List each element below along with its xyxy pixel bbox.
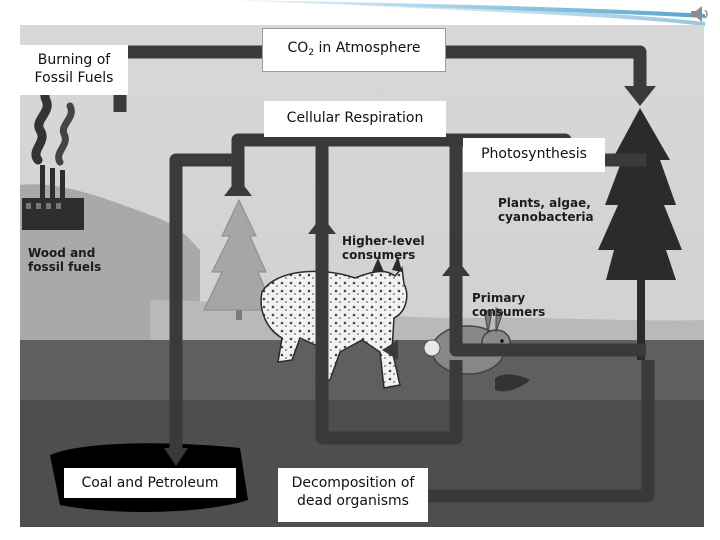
label-coal-petroleum: Coal and Petroleum (64, 468, 236, 498)
label-co2-text: CO2 in Atmosphere (263, 39, 445, 62)
speaker-icon[interactable] (691, 6, 708, 22)
label-burning-fossil-fuels: Burning of Fossil Fuels (20, 45, 128, 95)
label-higher-line-2: consumers (342, 248, 416, 262)
label-photosynthesis: Photosynthesis (463, 138, 605, 172)
factory-illustration (22, 63, 84, 230)
label-higher-line-1: Higher-level (342, 234, 425, 248)
lynx-illustration (260, 256, 408, 389)
pine-tree-illustration (598, 108, 682, 360)
label-co2-rest: in Atmosphere (314, 40, 421, 56)
label-cellular-respiration: Cellular Respiration (264, 101, 446, 137)
label-co2-atmosphere: CO2 in Atmosphere (262, 28, 446, 72)
label-primary-line-2: consumers (472, 305, 546, 319)
label-plants-line-1: Plants, algae, (498, 196, 591, 210)
label-wood-line-1: Wood and (28, 246, 96, 260)
label-co2-sub: 2 (308, 48, 315, 58)
label-wood-fossil: Wood and fossil fuels (28, 246, 101, 274)
label-respiration-text: Cellular Respiration (286, 110, 424, 126)
label-co2-main: CO (287, 40, 309, 56)
label-wood-line-2: fossil fuels (28, 260, 102, 274)
header-swoosh (230, 0, 705, 26)
label-decomposition: Decomposition of dead organisms (278, 468, 428, 522)
label-coal-text: Coal and Petroleum (81, 475, 219, 491)
label-burning-line-2: Fossil Fuels (34, 70, 114, 86)
label-plants-line-2: cyanobacteria (498, 210, 594, 224)
label-photosynthesis-text: Photosynthesis (481, 146, 587, 162)
label-decomposition-line-2: dead organisms (297, 493, 409, 509)
label-decomposition-line-1: Decomposition of (291, 475, 415, 491)
fir-tree-illustration (203, 198, 275, 320)
label-primary-consumers: Primary consumers (472, 291, 545, 319)
label-higher-consumers: Higher-level consumers (342, 234, 425, 262)
label-burning-line-1: Burning of (37, 52, 111, 68)
label-plants: Plants, algae, cyanobacteria (498, 196, 594, 224)
label-primary-line-1: Primary (472, 291, 526, 305)
